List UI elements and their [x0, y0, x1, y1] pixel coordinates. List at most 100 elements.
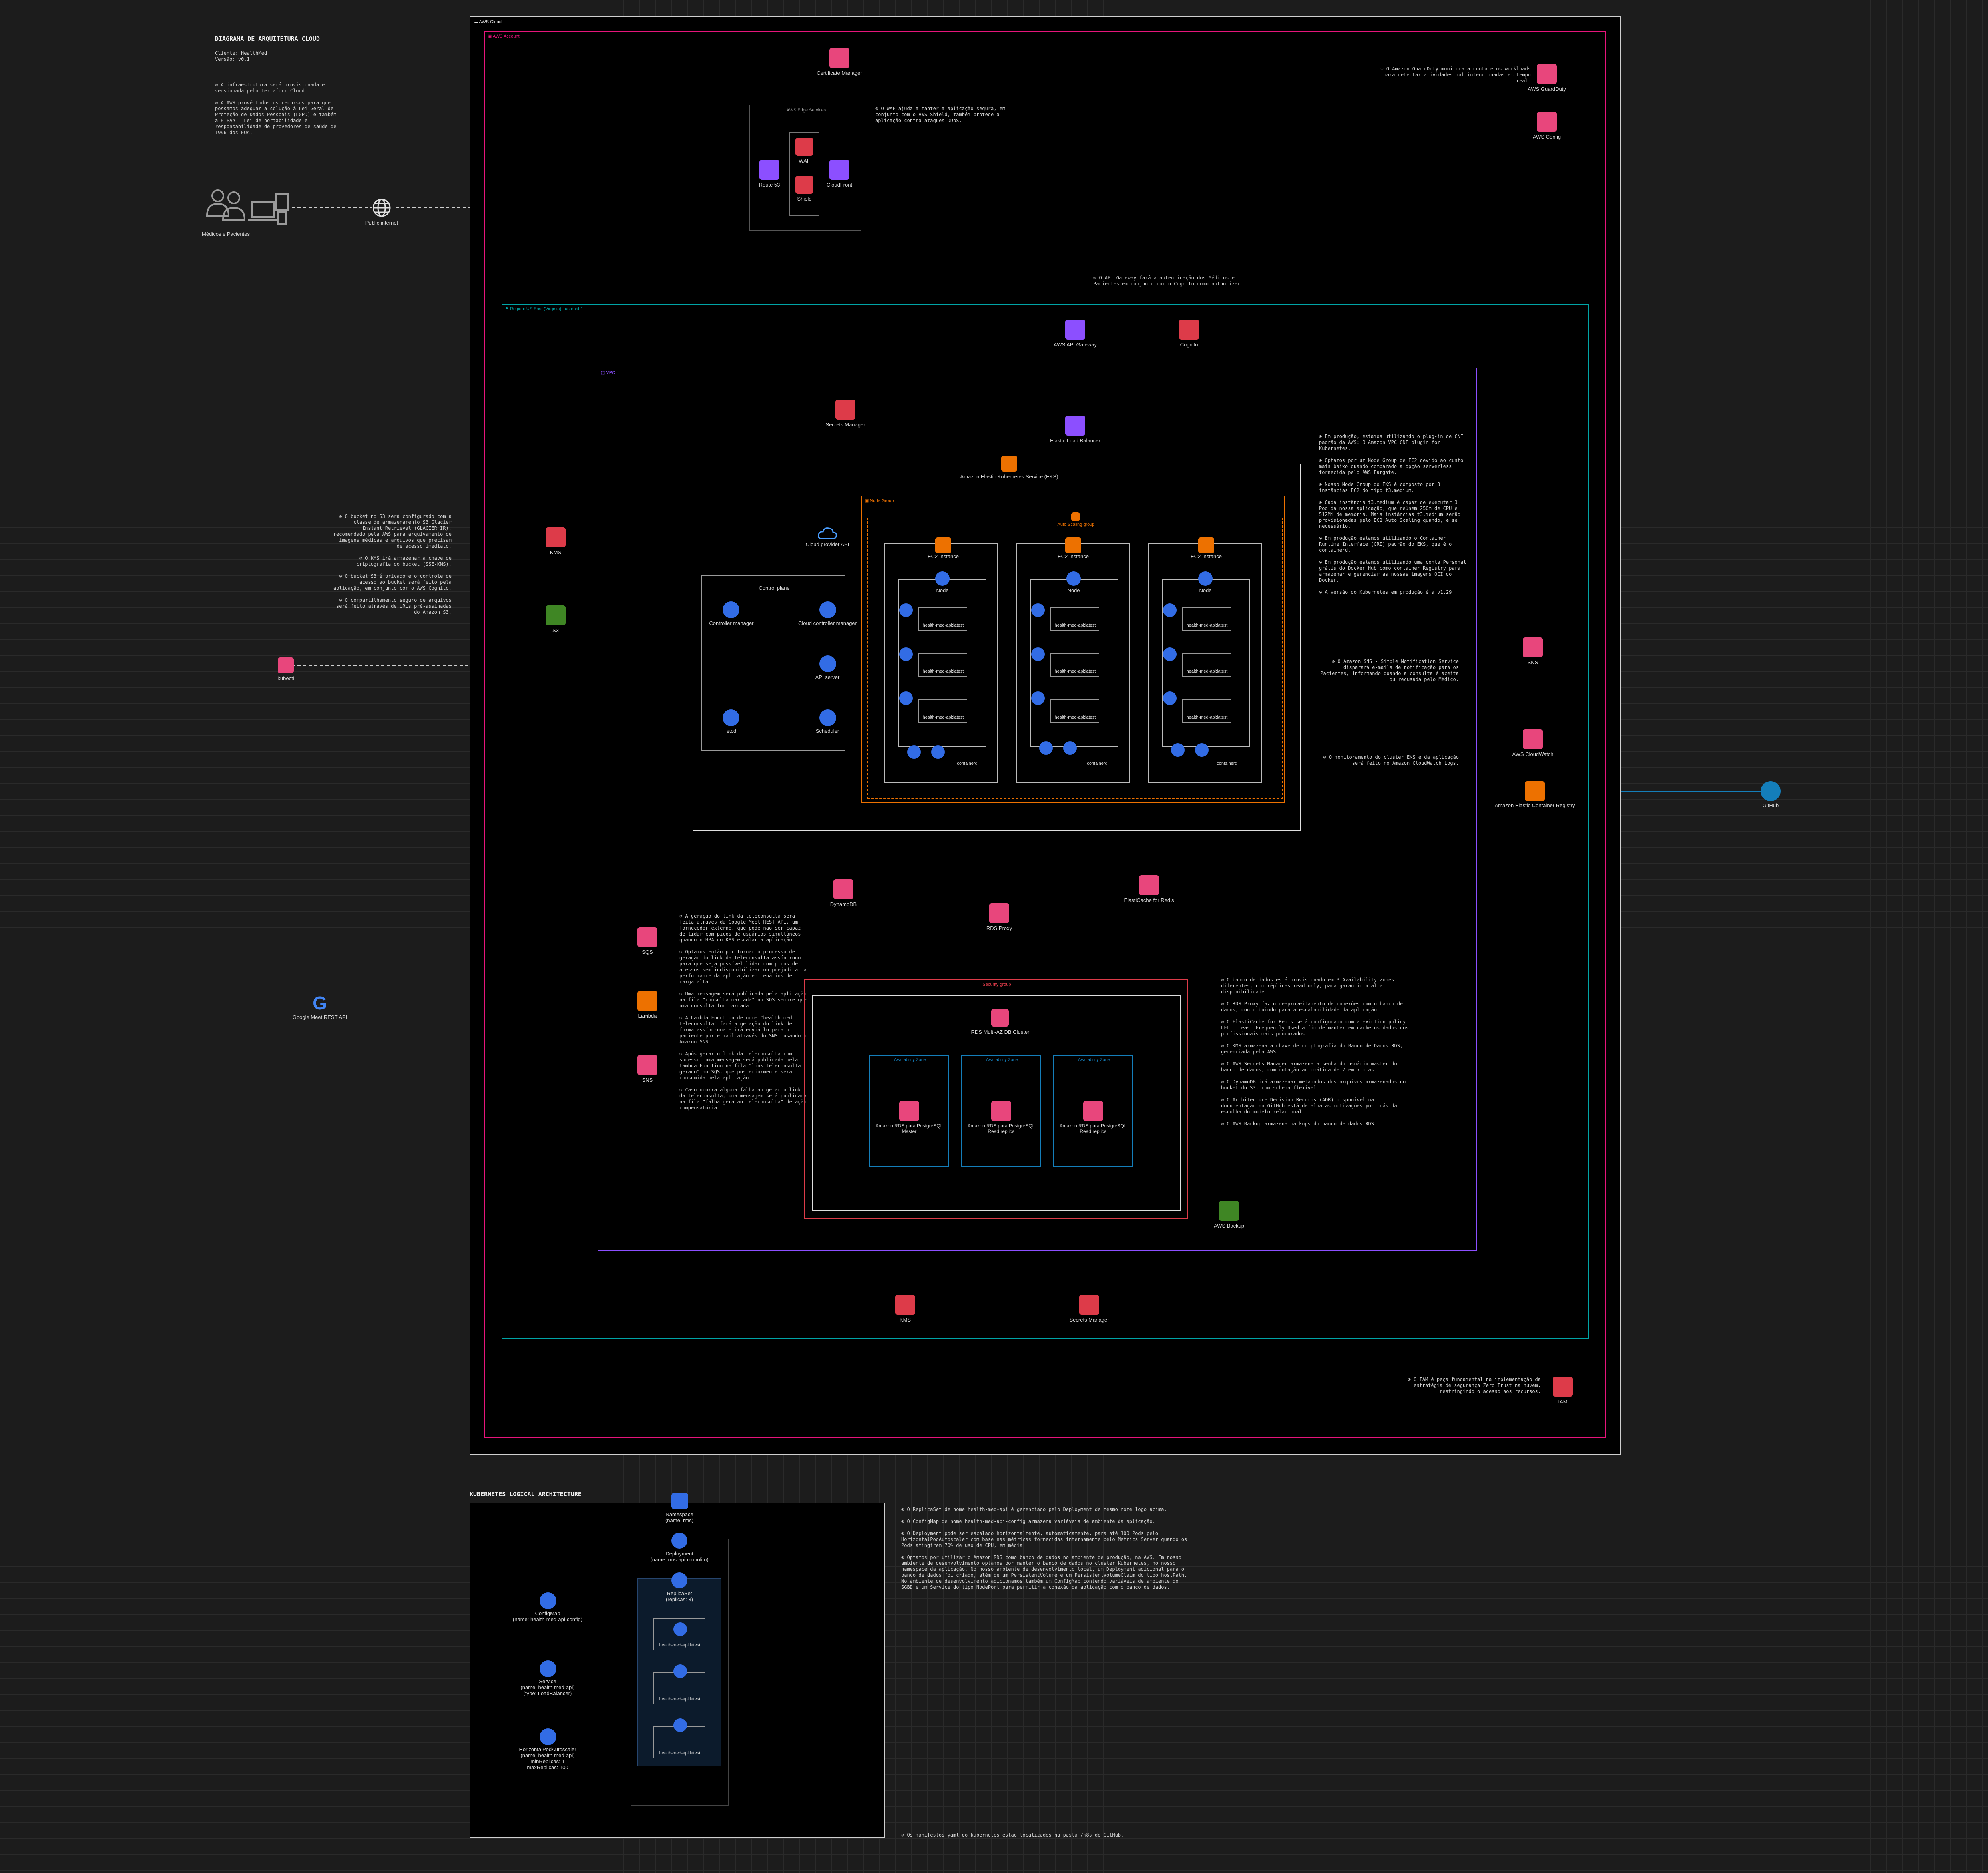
public-internet-label: Public internet [365, 220, 398, 226]
ecr-label: Amazon Elastic Container Registry [1494, 802, 1575, 808]
eks-label: Amazon Elastic Kubernetes Service (EKS) [960, 474, 1058, 480]
github-icon [1761, 781, 1781, 801]
pod-label: health-med-api:latest [1054, 669, 1096, 674]
kubelet-icon [907, 745, 921, 759]
az-label: Availability Zone [1078, 1057, 1110, 1062]
scheduler-label: Scheduler [815, 728, 839, 734]
node-label: Node [936, 587, 949, 593]
edge-services-label: AWS Edge Services [786, 108, 826, 113]
aws-backup-label: AWS Backup [1213, 1223, 1245, 1229]
guardduty-icon [1537, 64, 1557, 84]
kubectl-icon [278, 657, 294, 673]
users-icon [204, 186, 296, 230]
controller-manager-label: Controller manager [709, 620, 754, 626]
certificate-manager-icon [829, 48, 849, 68]
aws-backup-icon [1219, 1201, 1239, 1221]
k8s-footer: ⊙ Os manifestos yaml do kubernetes estão… [901, 1832, 1124, 1838]
sqs-icon [637, 927, 657, 947]
elb-icon [1065, 416, 1085, 436]
cert-manager-label: Certificate Manager [817, 70, 862, 76]
rds-replica-label: Amazon RDS para PostgreSQL Read replica [1059, 1123, 1127, 1134]
pod-icon [1163, 691, 1177, 705]
ec2-label: EC2 Instance [927, 553, 959, 559]
k8s-pod-1: health-med-api:latest [653, 1618, 705, 1650]
containerd-label: containerd [957, 761, 978, 766]
node-label: Node [1067, 587, 1080, 593]
pod-box: health-med-api:latest [918, 699, 967, 723]
service-label: Service (name: health-med-api) (type: Lo… [520, 1678, 575, 1696]
sns-right-label: SNS [1527, 659, 1538, 665]
rds-replica-label: Amazon RDS para PostgreSQL Read replica [967, 1123, 1035, 1134]
sns-note: ⊙ O Amazon SNS - Simple Notification Ser… [1320, 659, 1459, 682]
iam-icon [1553, 1377, 1573, 1397]
sqs-label: SQS [642, 949, 653, 955]
security-group: Security group [804, 979, 1188, 1219]
lambda-label: Lambda [638, 1013, 657, 1019]
eks-group [693, 464, 1301, 831]
rds-proxy-label: RDS Proxy [986, 925, 1012, 931]
rds-replica-icon [991, 1101, 1011, 1121]
edge-services-group: AWS Edge Services [749, 105, 861, 231]
ccm-icon [819, 601, 836, 618]
dynamodb-label: DynamoDB [830, 901, 857, 907]
control-plane-label: Control plane [759, 585, 790, 591]
k8s-pod-label: health-med-api:latest [659, 1751, 701, 1756]
secrets-manager-icon [1079, 1295, 1099, 1315]
ec2-icon [1065, 537, 1081, 553]
eks-note: ⊙ Em produção, estamos utilizando o plug… [1319, 434, 1466, 595]
rds-cluster-icon [991, 1009, 1009, 1027]
configmap-icon [540, 1592, 556, 1609]
cloudwatch-icon [1523, 729, 1543, 749]
pod-label: health-med-api:latest [922, 669, 964, 674]
rds-replica-icon [1083, 1101, 1103, 1121]
pod-icon [1163, 603, 1177, 617]
deployment-icon [671, 1533, 687, 1549]
ccm-label: Cloud controller manager [798, 620, 857, 626]
pod-icon [899, 647, 913, 661]
dynamodb-icon [833, 879, 853, 899]
rds-cluster-label: RDS Multi-AZ DB Cluster [971, 1029, 1030, 1035]
kms-bottom-label: KMS [899, 1317, 911, 1323]
aws-account-group: ▣ AWS Account [484, 31, 1606, 1438]
header-notes: ⊙ A infraestrutura será provisionada e v… [215, 82, 337, 135]
elb-label: Elastic Load Balancer [1050, 438, 1100, 444]
iam-label: IAM [1558, 1399, 1568, 1405]
pod-label: health-med-api:latest [1186, 669, 1228, 674]
cloudwatch-label: AWS CloudWatch [1512, 751, 1554, 757]
kubelet-icon [1039, 741, 1053, 755]
pod-box: health-med-api:latest [918, 653, 967, 677]
auto-scaling-label: Auto Scaling group [1057, 522, 1095, 527]
shield-icon [795, 176, 813, 194]
github-label: GitHub [1762, 802, 1779, 808]
containerd-label: containerd [1217, 761, 1237, 766]
aws-cloud-group: ☁ AWS Cloud [470, 16, 1621, 1455]
api-gateway-icon [1065, 320, 1085, 340]
s3-icon [546, 605, 566, 625]
pod-box: health-med-api:latest [1182, 653, 1231, 677]
cognito-icon [1179, 320, 1199, 340]
secrets-top-label: Secrets Manager [825, 422, 865, 428]
node-group-label: ▣ Node Group [865, 498, 894, 503]
scheduler-icon [819, 709, 836, 726]
kubelet-icon [1171, 743, 1185, 757]
deployment-label: Deployment (name: rms-api-monolito) [650, 1551, 709, 1562]
etcd-label: etcd [726, 728, 737, 734]
namespace-icon [671, 1493, 688, 1509]
rds-master-label: Amazon RDS para PostgreSQL Master [875, 1123, 943, 1134]
cognito-label: Cognito [1180, 342, 1198, 348]
kubectl-label: kubectl [277, 675, 294, 681]
api-server-label: API server [815, 674, 840, 680]
elasticache-icon [1139, 875, 1159, 895]
pod-icon [1031, 691, 1045, 705]
aws-account-label: ▣ AWS Account [488, 34, 520, 39]
auto-scaling-icon [1071, 512, 1080, 521]
cloud-icon [817, 527, 837, 541]
node-label: Node [1199, 587, 1212, 593]
pod-icon [673, 1718, 687, 1732]
kube-proxy-icon [1195, 743, 1209, 757]
pod-icon [673, 1664, 687, 1678]
sns-icon [637, 1055, 657, 1075]
guardduty-note: ⊙ O Amazon GuardDuty monitora a conta e … [1380, 66, 1531, 84]
apigw-label: AWS API Gateway [1054, 342, 1097, 348]
vpc-label: ⬚ VPC [601, 370, 616, 375]
